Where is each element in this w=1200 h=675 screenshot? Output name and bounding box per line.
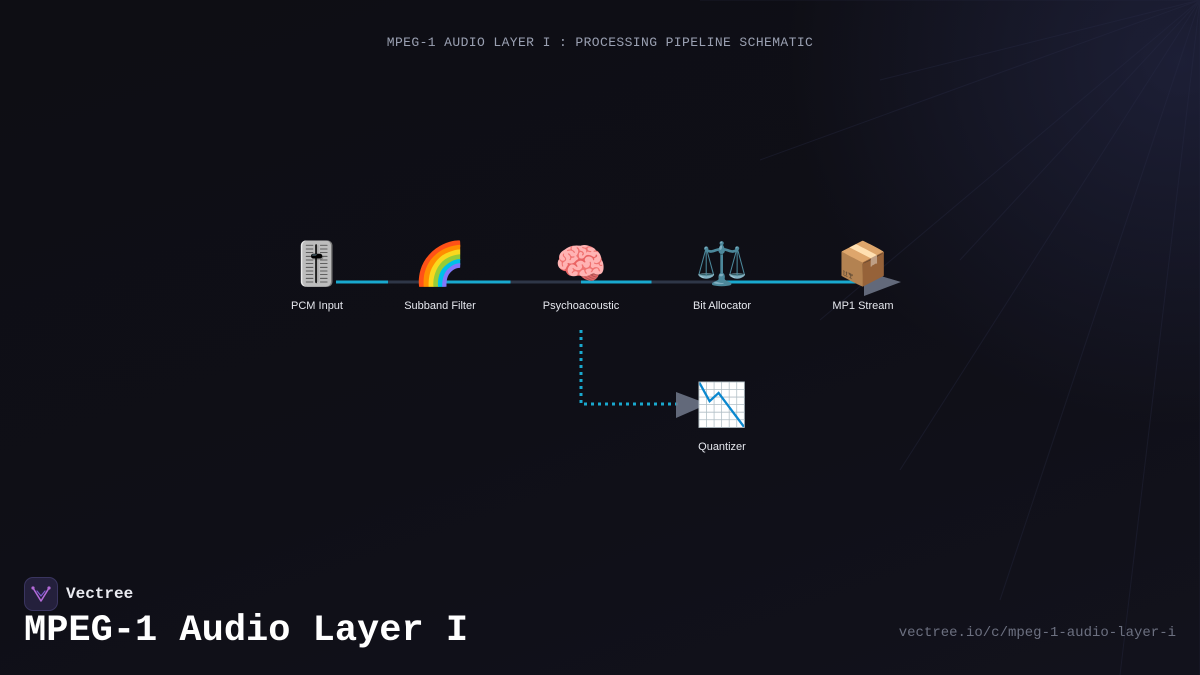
node-label-pcm-input: PCM Input bbox=[291, 300, 343, 312]
logo-mark-icon bbox=[31, 586, 51, 602]
arrowhead-quantizer bbox=[676, 392, 708, 418]
brand: Vectree bbox=[24, 577, 133, 611]
package-icon: 📦 bbox=[836, 239, 890, 288]
chart-decreasing-icon: 📉 bbox=[695, 380, 749, 429]
brand-name: Vectree bbox=[66, 585, 134, 603]
node-label-psychoacoustic: Psychoacoustic bbox=[542, 300, 620, 312]
node-label-subband-filter: Subband Filter bbox=[404, 300, 476, 312]
edge-psychoacoustic-to-quantizer bbox=[579, 330, 678, 406]
balance-scale-icon: ⚖️ bbox=[695, 239, 749, 288]
vectree-logo bbox=[24, 577, 58, 611]
page-title: MPEG-1 Audio Layer I bbox=[24, 610, 469, 652]
node-label-mp1-stream: MP1 Stream bbox=[832, 300, 894, 312]
node-label-bit-allocator: Bit Allocator bbox=[692, 300, 752, 312]
page-url[interactable]: vectree.io/c/mpeg-1-audio-layer-i bbox=[898, 625, 1176, 641]
rainbow-icon: 🌈 bbox=[413, 239, 467, 288]
level-slider-icon: 🎚️ bbox=[290, 239, 344, 288]
node-label-quantizer: Quantizer bbox=[698, 441, 746, 453]
brain-icon: 🧠 bbox=[554, 239, 608, 288]
schematic-title: MPEG-1 AUDIO LAYER I : PROCESSING PIPELI… bbox=[386, 35, 814, 50]
arrowhead-mp1-stream bbox=[864, 271, 901, 296]
